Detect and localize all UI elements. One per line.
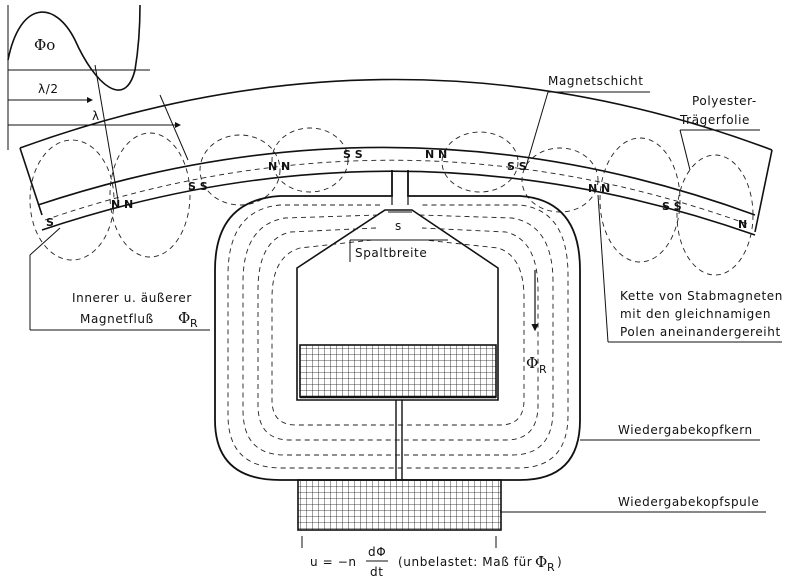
- traeger-label-line2: Trägerfolie: [679, 113, 750, 127]
- gap-s-label: s: [395, 219, 402, 233]
- phi0-label: Φo: [34, 36, 55, 54]
- pole-pair: N N: [268, 160, 290, 173]
- flux-wave: Φo λ/2 λ: [7, 4, 189, 201]
- formula-note-post: ): [557, 555, 562, 569]
- carrier-film: [19, 78, 773, 233]
- flux-phi-symbol: Φ: [178, 309, 190, 327]
- magnetic-layer: [37, 146, 756, 236]
- lambda-half-label: λ/2: [38, 82, 59, 96]
- pole-pair: S S: [507, 160, 527, 173]
- magnetschicht-callout: Magnetschicht: [524, 74, 650, 171]
- phi-r-symbol: Φ: [526, 354, 538, 372]
- phi-r-arrow: Φ R: [526, 270, 547, 376]
- spule-label: Wiedergabekopfspule: [618, 495, 759, 509]
- traeger-callout: Polyester- Trägerfolie: [679, 94, 760, 171]
- pole-pair: S S: [343, 148, 363, 161]
- pole-labels: S N N S S N N S S N N S S N N S S N: [46, 148, 747, 231]
- kern-callout: Wiedergabekopfkern: [580, 423, 760, 441]
- formula-note-pre: (unbelastet: Maß für: [398, 555, 532, 569]
- formula-lhs: u = −n: [310, 555, 357, 569]
- phi-r-subscript: R: [539, 363, 547, 376]
- flux-loops: [29, 127, 754, 276]
- induction-formula: u = −n dΦ dt (unbelastet: Maß für Φ R ): [310, 545, 562, 579]
- upper-coil: [299, 344, 497, 398]
- pole-pair: S S: [188, 180, 208, 193]
- formula-denominator: dt: [370, 565, 384, 579]
- pole-left-end: S: [46, 216, 54, 229]
- kern-label: Wiedergabekopfkern: [618, 423, 753, 437]
- lambda-label: λ: [92, 109, 100, 123]
- formula-note-sub: R: [547, 561, 555, 574]
- head-core: [214, 170, 581, 481]
- spule-callout: Wiedergabekopfspule: [500, 495, 766, 513]
- formula-note-phi: Φ: [535, 553, 547, 571]
- core-flux-lines: [227, 204, 569, 469]
- flux-callout: Innerer u. äußerer Magnetfluß Φ R: [29, 227, 210, 331]
- kette-callout: Kette von Stabmagneten mit den gleichnam…: [597, 194, 783, 343]
- flux-phi-subscript: R: [190, 317, 198, 330]
- kette-label-line2: mit den gleichnamigen: [620, 307, 771, 321]
- pole-pair: N N: [588, 182, 610, 195]
- playback-coil: [297, 479, 502, 531]
- pole-pair: N N: [111, 198, 133, 211]
- magnetschicht-label: Magnetschicht: [548, 74, 644, 88]
- kette-label-line1: Kette von Stabmagneten: [620, 289, 783, 303]
- pole-right-end: N: [738, 218, 747, 231]
- flux-label-line1: Innerer u. äußerer: [72, 291, 192, 305]
- formula-numerator: dΦ: [368, 545, 386, 559]
- flux-label-line2: Magnetfluß: [80, 312, 154, 326]
- spaltbreite-label: Spaltbreite: [355, 246, 427, 260]
- traeger-label-line1: Polyester-: [692, 94, 757, 108]
- gap-marker: s: [388, 211, 412, 233]
- pole-pair: N N: [425, 148, 447, 161]
- pole-pair: S S: [662, 200, 682, 213]
- kette-label-line3: Polen aneinandergereiht: [620, 325, 781, 339]
- spaltbreite-callout: Spaltbreite: [349, 239, 448, 262]
